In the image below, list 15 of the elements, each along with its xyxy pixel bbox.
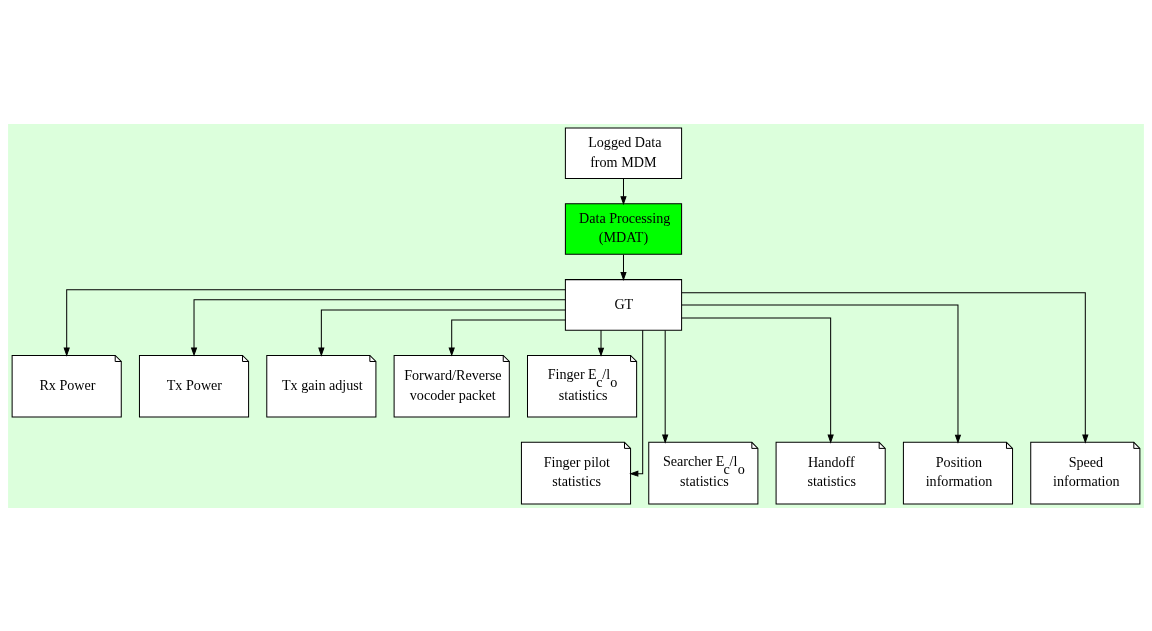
arrow [190,298,566,357]
node-box: Data Processing (MDAT) [564,202,683,255]
arrow [597,329,605,357]
arrow [63,288,566,357]
arrow [681,291,1089,444]
node-box: GT [564,278,683,331]
node-box: Logged Data from MDM [564,127,683,179]
arrow [681,317,834,444]
arrow [318,308,566,357]
arrow [448,319,566,357]
arrow [620,177,627,205]
arrow [629,329,644,477]
arrow [620,253,627,281]
arrow [662,329,669,444]
arrow [681,303,962,444]
